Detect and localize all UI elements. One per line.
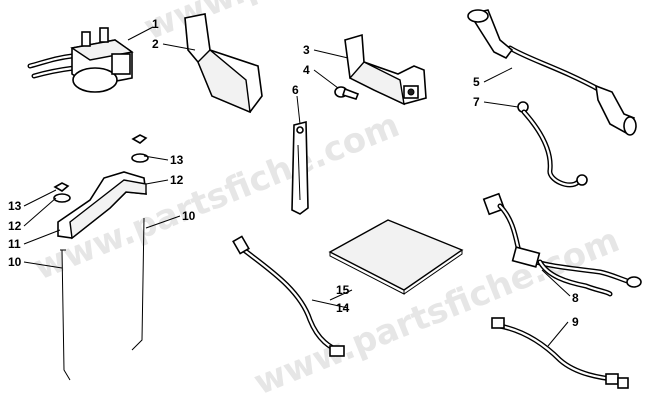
callout-6: 6 — [292, 83, 299, 97]
part-wire — [491, 317, 629, 389]
callout-4: 4 — [303, 63, 310, 77]
callout-13-right: 13 — [170, 153, 184, 167]
part-bolt — [334, 86, 360, 100]
callout-10-left: 10 — [8, 255, 22, 269]
callout-labels: 1 2 3 4 5 6 7 8 9 10 10 11 12 12 13 13 1… — [8, 17, 579, 329]
callout-2: 2 — [152, 37, 159, 51]
part-pad — [328, 219, 464, 295]
callout-12-right: 12 — [170, 173, 184, 187]
leader-lines — [23, 26, 571, 347]
callout-15: 15 — [336, 283, 350, 297]
callout-7: 7 — [473, 95, 480, 109]
part-rod-left — [60, 249, 71, 381]
part-bracket-cover — [184, 13, 263, 114]
callout-14: 14 — [336, 301, 350, 315]
part-mount-bracket — [344, 33, 427, 106]
part-rod-right — [131, 217, 145, 351]
callout-9: 9 — [572, 315, 579, 329]
part-wingnut-right — [131, 134, 149, 163]
part-jumper-wire — [232, 235, 345, 357]
callout-13-left: 13 — [8, 199, 22, 213]
callout-1: 1 — [152, 17, 159, 31]
callout-10-right: 10 — [182, 209, 196, 223]
callout-12-left: 12 — [8, 219, 22, 233]
part-plug-wire — [467, 9, 637, 136]
part-wingnut-left — [53, 182, 71, 203]
callout-8: 8 — [572, 291, 579, 305]
callout-3: 3 — [303, 43, 310, 57]
part-solenoid — [27, 27, 134, 93]
callout-5: 5 — [473, 75, 480, 89]
callout-11: 11 — [8, 237, 21, 251]
part-ground-cable — [517, 101, 588, 188]
part-harness — [482, 192, 642, 297]
part-strap — [291, 120, 309, 215]
